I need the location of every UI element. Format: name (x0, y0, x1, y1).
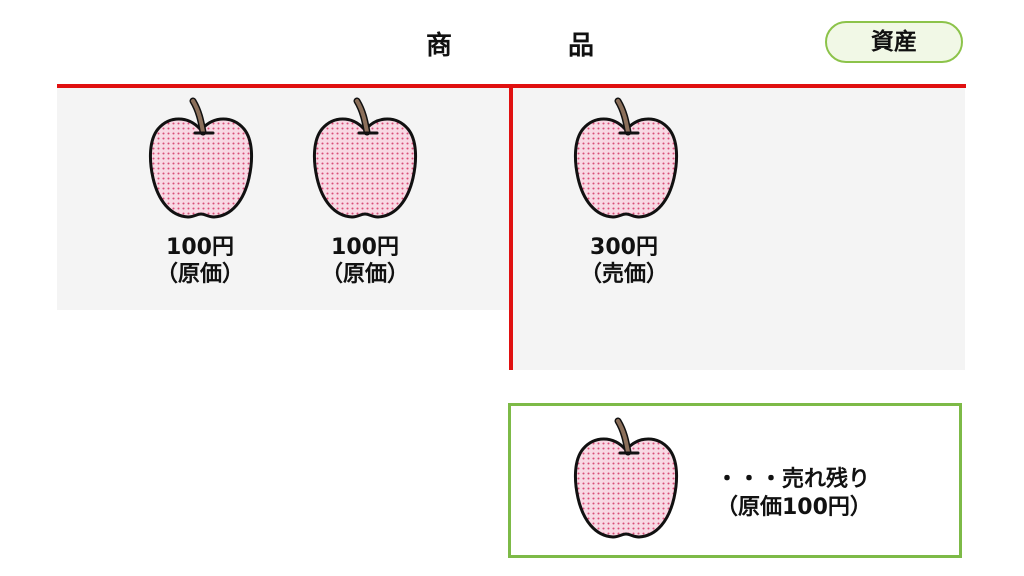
apple-price-type: （原価） (155, 262, 244, 287)
asset-badge: 資産 (825, 21, 963, 63)
apple-price-label: 100円 （原価） (130, 234, 270, 288)
title-left-char: 商 (426, 31, 453, 61)
apple-sale-label: 300円 （売価） (554, 234, 694, 288)
leftover-note: ・・・売れ残り （原価100円） (716, 466, 872, 522)
apple-icon (148, 97, 254, 219)
apple-sale-amount: 300円 (590, 235, 658, 260)
apple-sale-type: （売価） (579, 262, 668, 287)
apple-icon (573, 97, 679, 219)
leftover-line-2: （原価100円） (716, 495, 872, 520)
apple-price-amount: 100円 (166, 235, 234, 260)
apple-price-type: （原価） (320, 262, 409, 287)
apple-price-label: 100円 （原価） (295, 234, 435, 288)
apple-icon (312, 97, 418, 219)
apple-icon (573, 417, 679, 539)
title-right-char: 品 (568, 31, 595, 61)
purchase-panel (57, 88, 509, 310)
center-divider-line (509, 86, 513, 370)
apple-price-amount: 100円 (331, 235, 399, 260)
leftover-line-1: ・・・売れ残り (716, 467, 871, 492)
